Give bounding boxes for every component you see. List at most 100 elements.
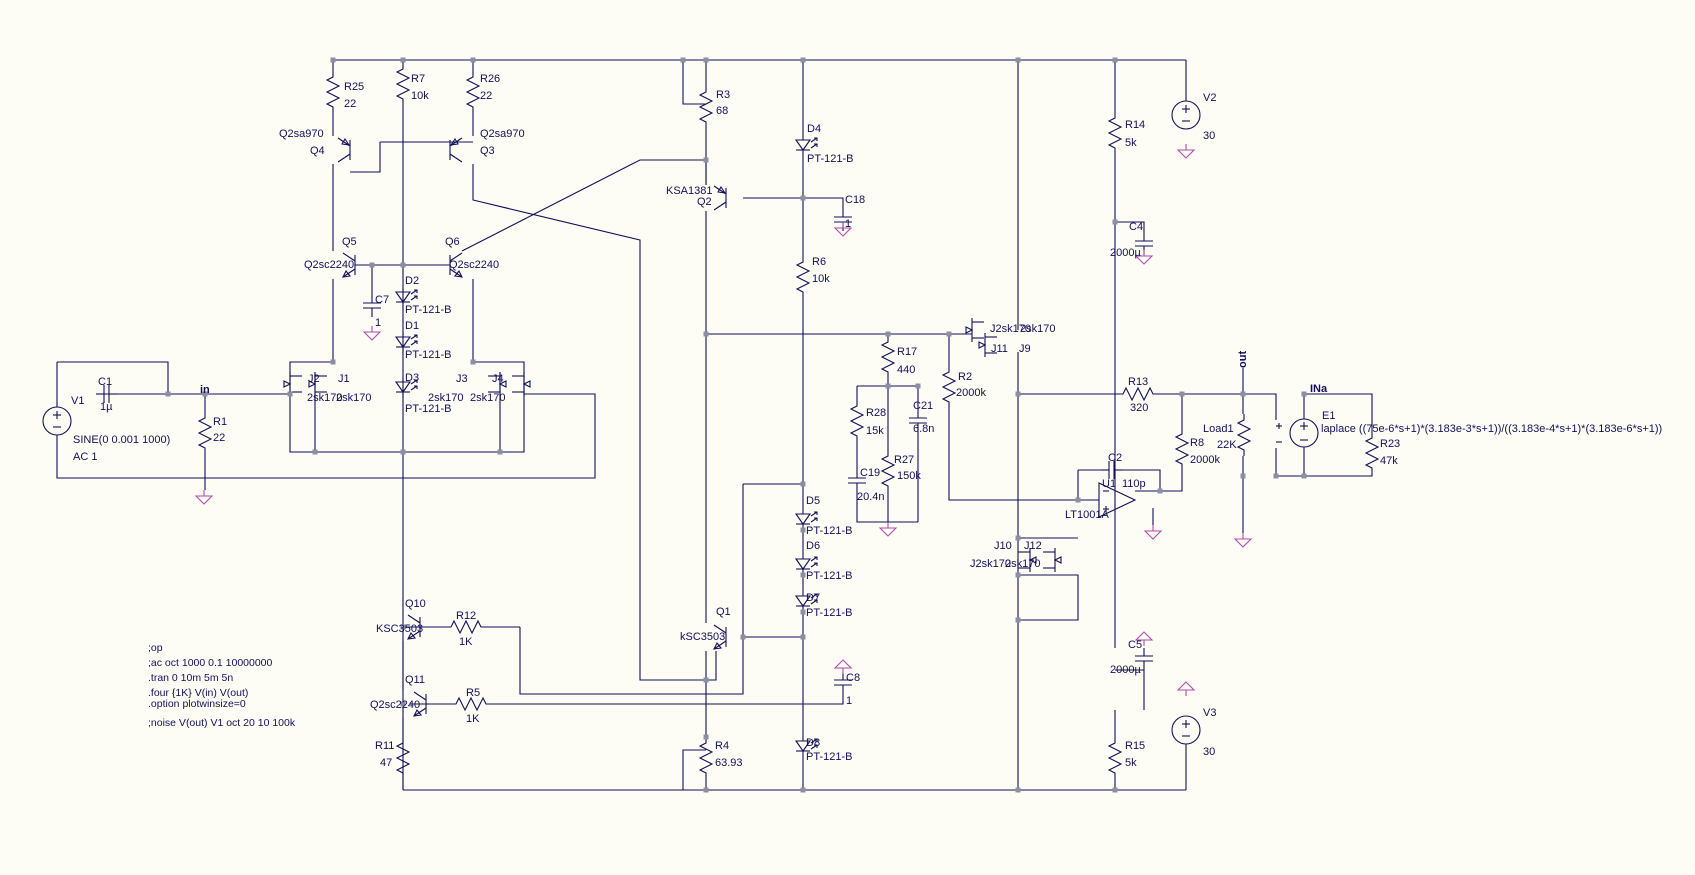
label-J10-name: J10 — [994, 540, 1012, 552]
ground-R1-symbol — [195, 489, 213, 505]
label-D8-name: D8 — [806, 737, 820, 749]
label-Load1-name: Load1 — [1203, 423, 1234, 435]
controlled-source-E1-symbol[interactable] — [1276, 418, 1319, 448]
label-Q10-name: Q10 — [405, 598, 426, 610]
label-R11-name: R11 — [375, 740, 394, 752]
resistor-R4-symbol[interactable] — [699, 736, 713, 780]
net-label-in: in — [200, 384, 210, 396]
resistor-R8-symbol[interactable] — [1175, 427, 1189, 471]
resistor-R15-symbol[interactable] — [1108, 736, 1122, 780]
label-C4-value: 2000µ — [1110, 247, 1141, 259]
label-R12-value: 1K — [459, 636, 473, 648]
label-Q3-model: Q2sa970 — [480, 128, 525, 140]
label-D8-model: PT-121-B — [806, 751, 852, 763]
label-R27-name: R27 — [894, 454, 914, 466]
transistor-Q2-symbol[interactable] — [713, 185, 727, 211]
resistor-R26-symbol[interactable] — [466, 70, 480, 114]
resistor-R14-symbol[interactable] — [1108, 111, 1122, 155]
resistor-R25-symbol[interactable] — [326, 70, 340, 114]
label-V2-value: 30 — [1203, 130, 1215, 142]
jfet-J11-symbol[interactable] — [965, 317, 985, 343]
voltage-source-V3-symbol[interactable] — [1171, 715, 1201, 745]
label-R14-value: 5k — [1125, 137, 1137, 149]
label-D6-name: D6 — [806, 540, 820, 552]
label-Load1-value: 22K — [1217, 439, 1237, 451]
voltage-source-V2-symbol[interactable] — [1171, 100, 1201, 130]
label-C21-name: C21 — [913, 400, 933, 412]
label-J3-model: 2sk170 — [428, 392, 463, 404]
directive-four[interactable]: .four {1K} V(in) V(out) — [148, 687, 248, 699]
label-R2-value: 2000k — [956, 387, 986, 399]
opamp-U1-symbol[interactable] — [1098, 482, 1137, 518]
label-Q11-name: Q11 — [405, 674, 425, 686]
label-R8-name: R8 — [1190, 437, 1204, 449]
label-Q10-model: KSC3503 — [376, 623, 423, 635]
resistor-R6-symbol[interactable] — [796, 255, 810, 299]
label-R1-name: R1 — [213, 416, 227, 428]
label-Q11-model: Q2sc2240 — [370, 699, 420, 711]
jfet-J12-symbol[interactable] — [1042, 547, 1062, 573]
resistor-R23-symbol[interactable] — [1365, 431, 1379, 475]
jfet-J4-symbol[interactable] — [511, 371, 531, 397]
resistor-Load1-symbol[interactable] — [1237, 413, 1251, 457]
resistor-R1-symbol[interactable] — [198, 411, 212, 455]
label-C1-name: C1 — [98, 376, 112, 388]
resistor-R5-symbol[interactable] — [449, 697, 493, 711]
label-R5-value: 1K — [466, 713, 480, 725]
label-C18-name: C18 — [845, 194, 865, 206]
label-R1-value: 22 — [213, 432, 225, 444]
directive-ac[interactable]: ;ac oct 1000 0.1 10000000 — [148, 657, 273, 669]
label-C4-name: C4 — [1129, 221, 1143, 233]
resistor-R17-symbol[interactable] — [881, 335, 895, 379]
jfet-J2-symbol[interactable] — [283, 371, 303, 397]
label-R28-name: R28 — [866, 407, 886, 419]
label-V3-value: 30 — [1203, 746, 1215, 758]
label-D3-model: PT-121-B — [405, 403, 451, 415]
label-R6-name: R6 — [812, 256, 826, 268]
label-V2-name: V2 — [1203, 92, 1216, 104]
voltage-source-V1-symbol[interactable] — [42, 406, 72, 436]
label-Q5-model: Q2sc2240 — [304, 259, 354, 271]
transistor-Q4-symbol[interactable] — [337, 137, 351, 163]
spice-directives[interactable]: ;op ;ac oct 1000 0.1 10000000 .tran 0 10… — [148, 642, 296, 729]
label-C5-value: 2000µ — [1110, 664, 1141, 676]
label-J9-model: 2sk170 — [1020, 323, 1055, 335]
resistor-R27-symbol[interactable] — [881, 449, 895, 493]
label-layer: R25 22 R7 10k R26 22 R3 68 R14 5k V2 30 … — [71, 73, 1662, 769]
label-R23-value: 47k — [1380, 455, 1398, 467]
label-R26-value: 22 — [480, 90, 492, 102]
label-R7-name: R7 — [411, 73, 425, 85]
net-label-out: out — [1237, 351, 1249, 368]
net-label-ina: INa — [1310, 383, 1328, 395]
label-Q5-name: Q5 — [342, 236, 357, 248]
directive-noise[interactable]: ;noise V(out) V1 oct 20 10 100k — [148, 717, 296, 729]
resistor-R3-symbol[interactable] — [699, 85, 713, 129]
label-D5-name: D5 — [806, 495, 820, 507]
resistor-R12-symbol[interactable] — [444, 620, 488, 634]
resistor-R13-symbol[interactable] — [1116, 387, 1160, 401]
directive-option[interactable]: .option plotwinsize=0 — [148, 698, 246, 710]
label-D6-model: PT-121-B — [806, 570, 852, 582]
label-J12-name: J12 — [1024, 540, 1042, 552]
label-C19-name: C19 — [860, 467, 880, 479]
label-D1-name: D1 — [405, 320, 419, 332]
label-J2-name: J2 — [308, 373, 320, 385]
resistor-R7-symbol[interactable] — [396, 62, 410, 106]
label-C21-value: 6.8n — [913, 423, 934, 435]
component-layer — [42, 62, 1379, 780]
label-C19-value: 20.4n — [857, 491, 885, 503]
directive-op[interactable]: ;op — [148, 642, 163, 654]
resistor-R28-symbol[interactable] — [850, 399, 864, 443]
resistor-R2-symbol[interactable] — [942, 365, 956, 409]
label-R23-name: R23 — [1380, 438, 1400, 450]
label-R4-value: 63.93 — [715, 757, 743, 769]
label-D4-model: PT-121-B — [807, 153, 853, 165]
label-J10-model: J2sk170 — [970, 558, 1011, 570]
label-R6-value: 10k — [812, 273, 830, 285]
junction-layer — [165, 57, 1307, 793]
directive-tran[interactable]: .tran 0 10m 5m 5n — [148, 672, 233, 684]
label-R3-value: 68 — [716, 105, 728, 117]
label-R5-name: R5 — [466, 687, 480, 699]
